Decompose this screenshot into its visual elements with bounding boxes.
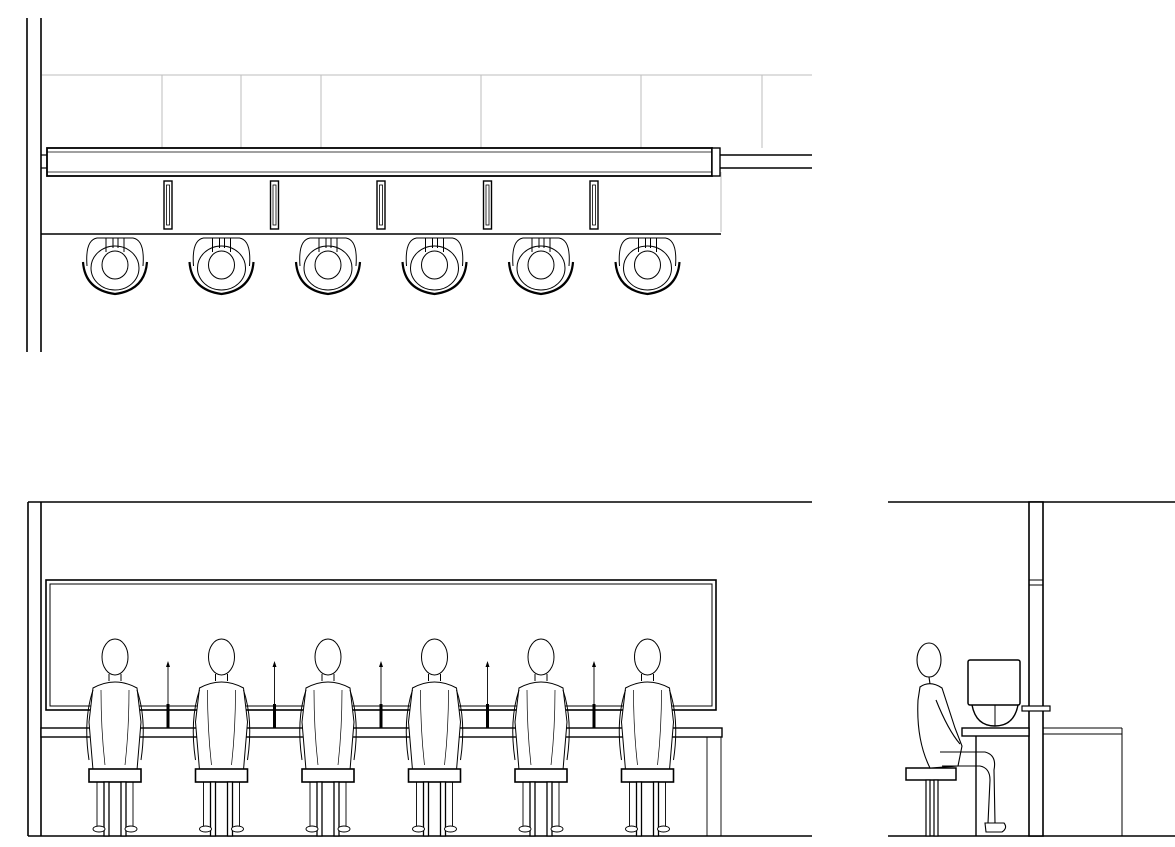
plan-seat [294, 237, 362, 296]
elevation-person [192, 638, 251, 771]
plan-view [26, 18, 812, 352]
plan-seat [614, 237, 681, 296]
elevation-person [618, 638, 677, 771]
section-seated-person [916, 642, 1007, 833]
plan-dividers [163, 180, 599, 230]
elevation-person [86, 638, 144, 771]
elevation-person [405, 638, 464, 771]
side-section-view [888, 501, 1175, 837]
plan-left-wall [26, 18, 42, 352]
section-stool [905, 767, 957, 837]
plan-window-frame [41, 147, 812, 177]
plan-divider [589, 180, 599, 230]
section-counter [961, 727, 1123, 836]
plan-seat [188, 237, 255, 296]
front-elevation-view [27, 501, 812, 837]
section-monitor [967, 659, 1021, 727]
elevation-stool [301, 768, 355, 837]
section-column [1021, 501, 1051, 837]
plan-divider [163, 180, 173, 230]
elevation-divider [592, 661, 596, 728]
plan-seat [401, 237, 468, 296]
elevation-divider [485, 661, 490, 728]
plan-seat [81, 237, 149, 296]
plan-seats [81, 237, 681, 296]
elevation-divider [379, 661, 383, 728]
elevation-people [86, 638, 677, 837]
elevation-stool [514, 768, 568, 837]
plan-divider [269, 180, 280, 230]
plan-divider [376, 180, 386, 230]
plan-divider [482, 180, 493, 230]
elevation-dividers [166, 661, 596, 728]
elevation-stool [88, 768, 142, 837]
elevation-stool [620, 768, 675, 837]
elevation-person [299, 638, 357, 771]
elevation-divider [166, 661, 170, 728]
elevation-person [512, 638, 570, 771]
plan-background-grid [42, 74, 812, 232]
elevation-stool [194, 768, 249, 837]
plan-seat [507, 237, 575, 296]
elevation-divider [272, 661, 277, 728]
elevation-stool [407, 768, 462, 837]
elevation-left-wall [27, 502, 42, 836]
